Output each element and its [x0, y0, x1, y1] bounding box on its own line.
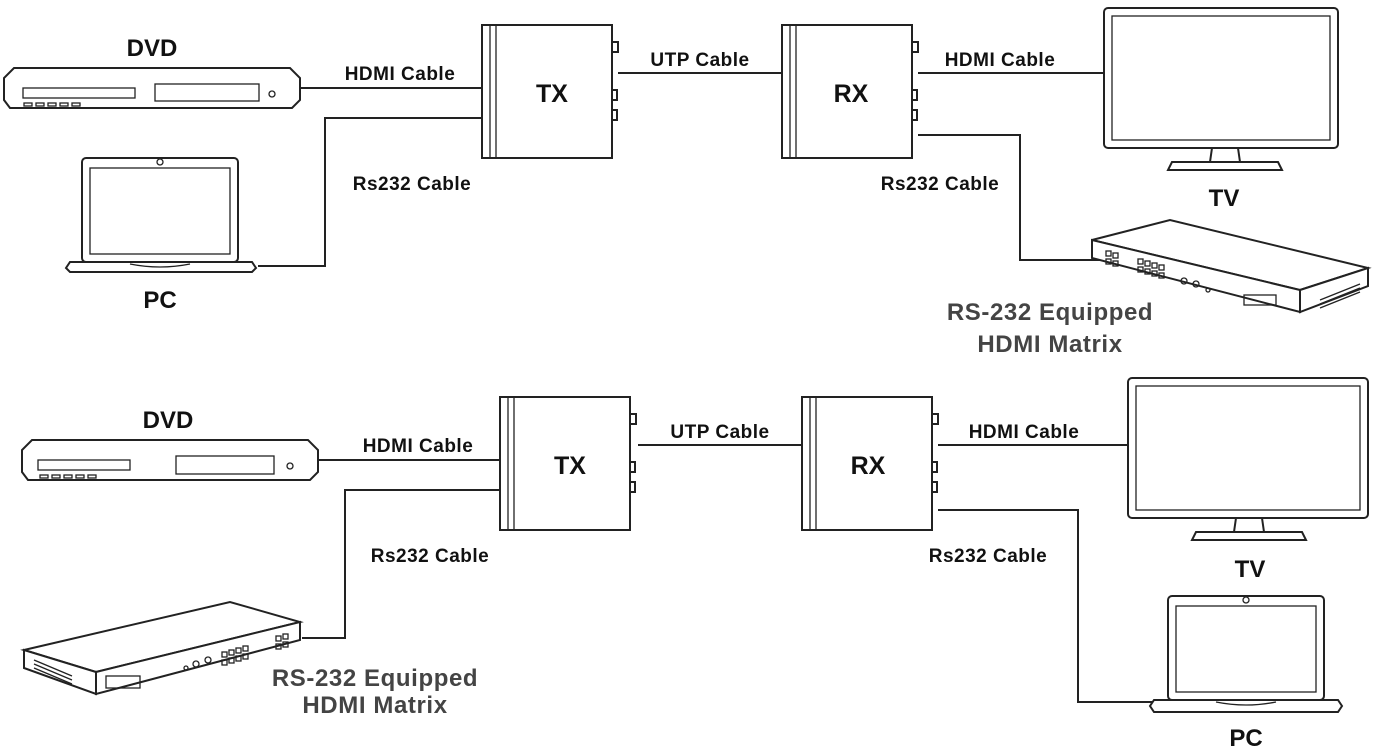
- bottom-dvd-label: DVD: [143, 407, 194, 434]
- top-pc-label: PC: [143, 287, 176, 314]
- top-rx-label: RX: [834, 80, 869, 108]
- top-rs232-cable-right-label: Rs232 Cable: [881, 174, 1000, 195]
- top-cables: [258, 72, 1105, 267]
- bottom-tx-label: TX: [554, 452, 586, 480]
- bottom-hdmi-cable-right-label: HDMI Cable: [969, 422, 1080, 443]
- bottom-pc-laptop-icon: [1148, 595, 1344, 713]
- bottom-tx-box: [499, 396, 637, 531]
- top-diagram: DVD PC TX RX: [3, 7, 1372, 358]
- top-tx-label: TX: [536, 80, 568, 108]
- bottom-tv-label: TV: [1235, 556, 1266, 583]
- top-dvd-player-icon: [3, 67, 301, 109]
- bottom-utp-cable-label: UTP Cable: [670, 422, 769, 443]
- bottom-dvd-player-icon: [21, 439, 319, 481]
- top-rx-box: [781, 24, 919, 159]
- top-utp-cable-label: UTP Cable: [650, 50, 749, 71]
- top-tv-label: TV: [1209, 185, 1240, 212]
- bottom-diagram: DVD TX RX TV: [20, 377, 1369, 751]
- top-rs232-cable-right: [918, 134, 1100, 261]
- bottom-rs232-cable-left: [302, 489, 500, 639]
- top-rs232-cable-left-label: Rs232 Cable: [353, 174, 472, 195]
- top-hdmi-cable-left-label: HDMI Cable: [345, 64, 456, 85]
- top-hdmi-cable-right-label: HDMI Cable: [945, 50, 1056, 71]
- bottom-cables: [302, 444, 1155, 703]
- top-pc-laptop-icon: [64, 157, 258, 273]
- bottom-rs232-cable-right-label: Rs232 Cable: [929, 546, 1048, 567]
- bottom-rs232-cable-right: [938, 509, 1155, 703]
- top-matrix-label-line2: HDMI Matrix: [977, 331, 1122, 358]
- bottom-tv-icon: [1127, 377, 1369, 541]
- bottom-rx-label: RX: [851, 452, 886, 480]
- bottom-hdmi-cable-left-label: HDMI Cable: [363, 436, 474, 457]
- bottom-matrix-label-line2: HDMI Matrix: [302, 692, 447, 719]
- bottom-rs232-cable-left-label: Rs232 Cable: [371, 546, 490, 567]
- top-tx-box: [481, 24, 619, 159]
- bottom-matrix-label-line1: RS-232 Equipped: [272, 665, 478, 692]
- bottom-pc-label: PC: [1229, 725, 1262, 751]
- top-rs232-cable-left: [258, 117, 482, 267]
- bottom-hdmi-matrix-icon: [20, 600, 304, 696]
- top-tv-icon: [1103, 7, 1339, 171]
- top-hdmi-matrix-icon: [1091, 218, 1372, 314]
- top-dvd-label: DVD: [127, 35, 178, 62]
- top-matrix-label-line1: RS-232 Equipped: [947, 299, 1153, 326]
- bottom-rx-box: [801, 396, 939, 531]
